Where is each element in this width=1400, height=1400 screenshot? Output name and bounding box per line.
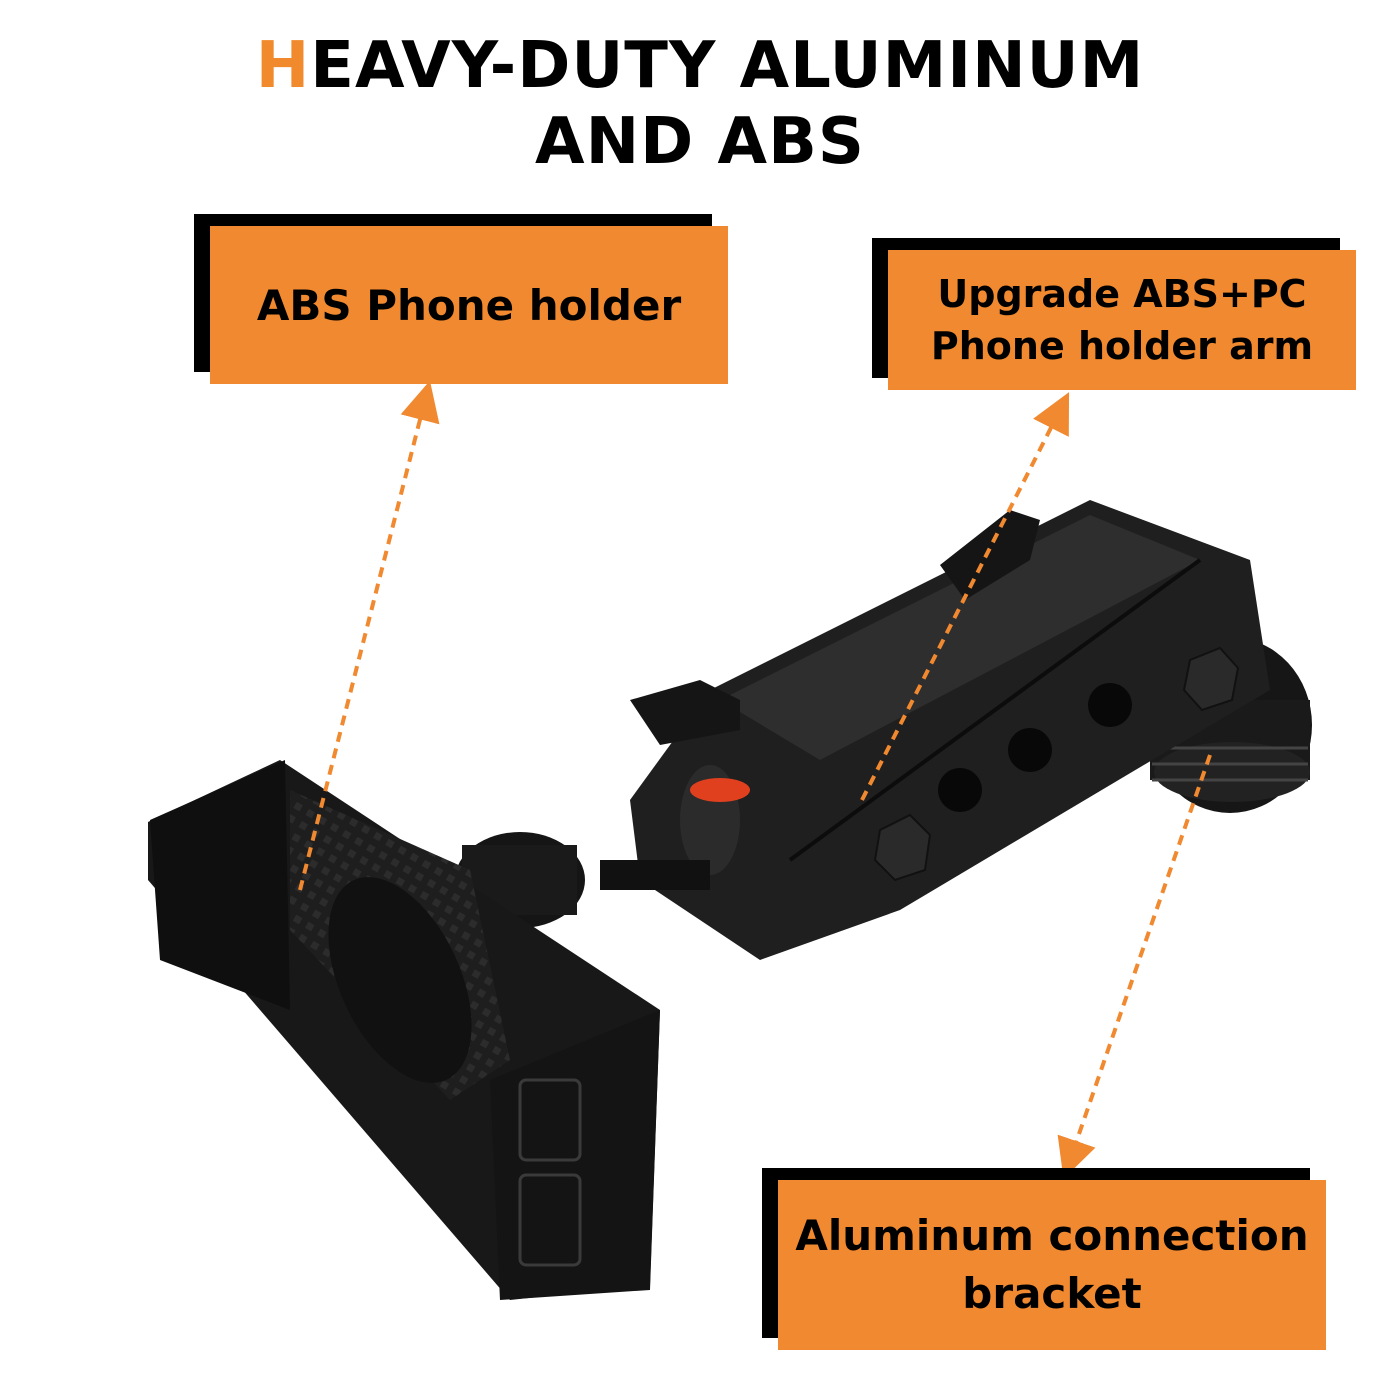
label-bracket-line-1: Aluminum connection — [795, 1211, 1309, 1260]
title-line-1: HEAVY-DUTY ALUMINUM — [0, 28, 1400, 104]
label-phone-holder-text: ABS Phone holder — [256, 280, 682, 330]
phone-holder — [148, 760, 660, 1300]
label-arm-line-1: Upgrade ABS+PC — [937, 272, 1307, 316]
phone-holder-arm — [600, 500, 1270, 960]
label-arm-line-2: Phone holder arm — [930, 324, 1314, 368]
pointer-arrows — [298, 380, 1212, 1179]
arrow-bracket — [1057, 754, 1212, 1179]
label-phone-holder: ABS Phone holder — [210, 226, 728, 384]
label-bracket: Aluminum connection bracket — [778, 1180, 1326, 1350]
title-line-1-rest: EAVY-DUTY ALUMINUM — [310, 29, 1145, 103]
page-title: HEAVY-DUTY ALUMINUM AND ABS — [0, 28, 1400, 180]
title-accent-letter: H — [255, 29, 311, 103]
arrow-arm — [860, 392, 1070, 801]
title-line-2: AND ABS — [535, 105, 865, 179]
label-bracket-line-2: bracket — [962, 1269, 1142, 1318]
label-arm: Upgrade ABS+PC Phone holder arm — [888, 250, 1356, 390]
